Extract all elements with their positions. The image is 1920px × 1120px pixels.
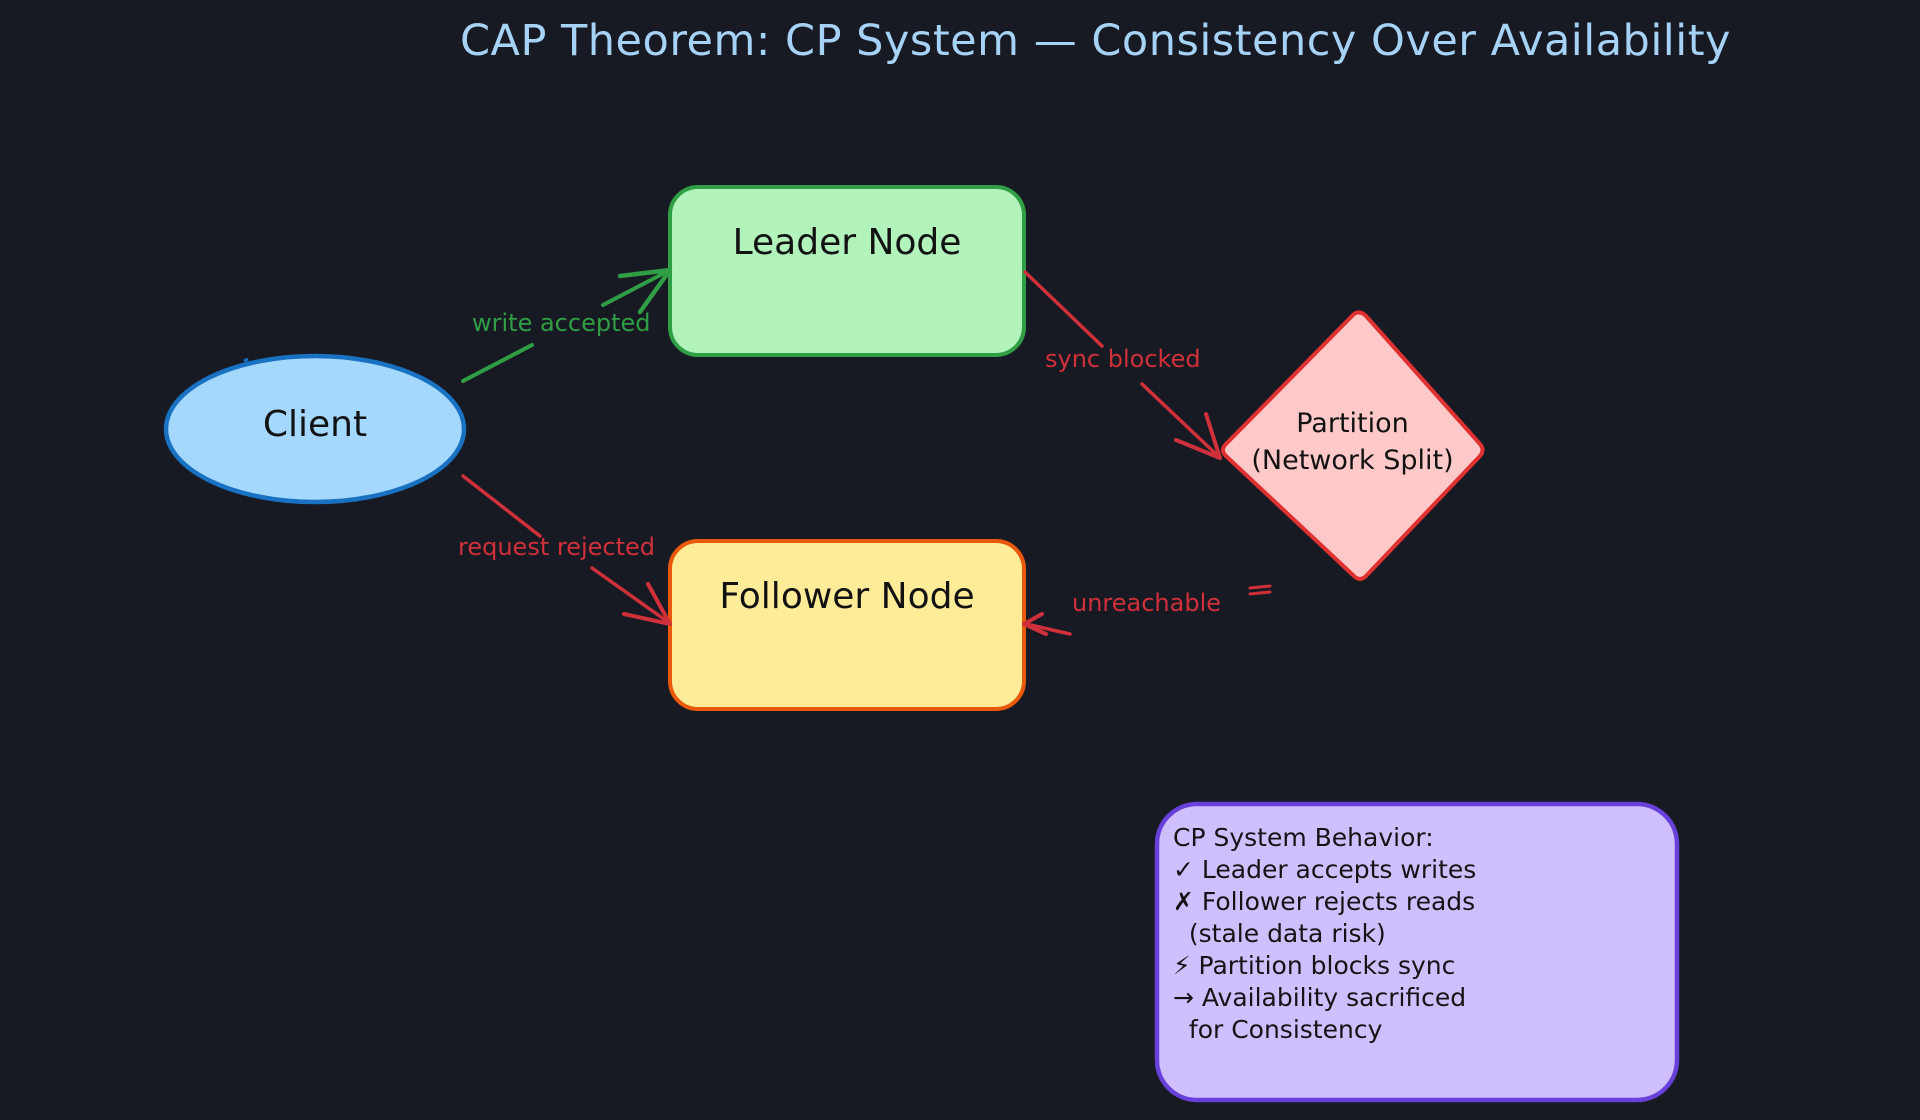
diagram-title: CAP Theorem: CP System — Consistency Ove… (460, 16, 1731, 66)
notes-line-availability: → Availability sacrificed (1173, 983, 1467, 1012)
follower-node-shape[interactable] (668, 539, 1026, 711)
request-rejected-arrowhead (622, 582, 672, 626)
request-rejected-label: request rejected (458, 533, 656, 561)
partition-label-line1: Partition (1296, 408, 1409, 439)
notes-line-follower: ✗ Follower rejects reads (1173, 887, 1476, 916)
unreachable-arrow (1024, 622, 1072, 636)
unreachable-label: unreachable (1072, 589, 1222, 617)
sync-blocked-arrow (1023, 270, 1220, 458)
unreachable-tail-stroke (1248, 584, 1272, 596)
write-accepted-arrowhead (617, 267, 673, 315)
leader-node-label: Leader Node (732, 222, 962, 263)
notes-heading: CP System Behavior: (1173, 823, 1434, 852)
follower-node-label: Follower Node (719, 576, 975, 617)
request-rejected-arrow (461, 474, 670, 624)
cp-behavior-notes: CP System Behavior: ✓ Leader accepts wri… (1173, 822, 1476, 1046)
write-accepted-arrow (461, 268, 672, 383)
notes-line-consistency: for Consistency (1173, 1015, 1383, 1044)
sync-blocked-label: sync blocked (1045, 345, 1201, 373)
client-node-label: Client (262, 404, 368, 445)
sync-blocked-arrowhead (1174, 412, 1222, 460)
write-accepted-label: write accepted (472, 309, 651, 337)
partition-label-line2: (Network Split) (1251, 445, 1454, 476)
notes-box-shape (1154, 801, 1680, 1103)
notes-line-partition: ⚡ Partition blocks sync (1173, 951, 1456, 980)
client-sketch-stroke (243, 357, 249, 363)
client-node-shape[interactable] (163, 353, 467, 505)
partition-node-shape[interactable] (1221, 310, 1485, 581)
notes-line-stale: (stale data risk) (1173, 919, 1386, 948)
leader-node-shape[interactable] (668, 185, 1026, 357)
unreachable-arrowhead (1022, 612, 1048, 636)
notes-line-leader: ✓ Leader accepts writes (1173, 855, 1477, 884)
